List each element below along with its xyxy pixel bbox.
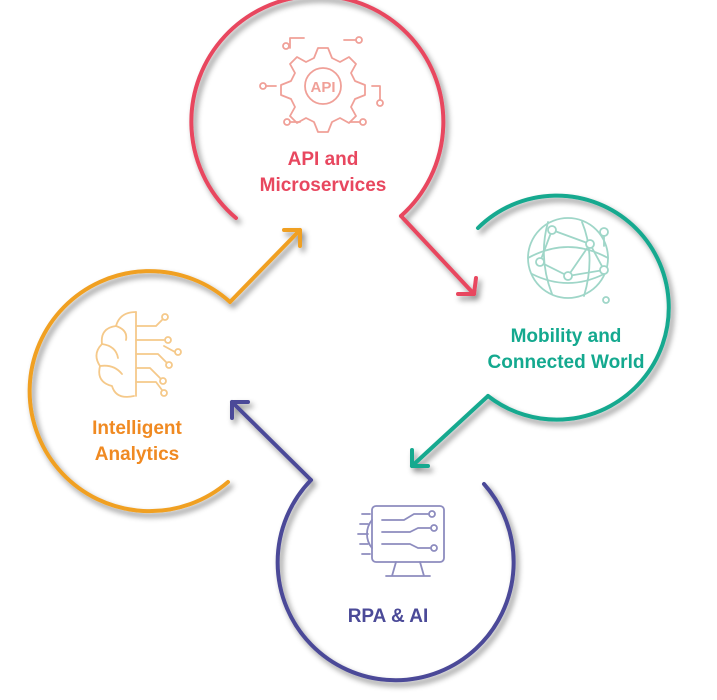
analytics-node-arc <box>27 228 302 514</box>
analytics-node-label: Intelligent Analytics <box>92 418 182 465</box>
api-node-label: API and Microservices <box>259 149 387 196</box>
mobility-node-label: Mobility and Connected World <box>487 326 645 373</box>
globe-network-icon <box>527 217 610 304</box>
api-node-arc <box>189 0 478 296</box>
api-gear-icon <box>259 36 384 133</box>
mobility-node-arc <box>410 193 671 468</box>
rpa-node-arc <box>230 400 516 683</box>
api-icon-text: API <box>310 79 335 96</box>
brain-circuit-icon <box>95 311 182 398</box>
rpa-node-label: RPA & AI <box>347 606 429 627</box>
rpa-monitor-icon <box>357 505 445 577</box>
